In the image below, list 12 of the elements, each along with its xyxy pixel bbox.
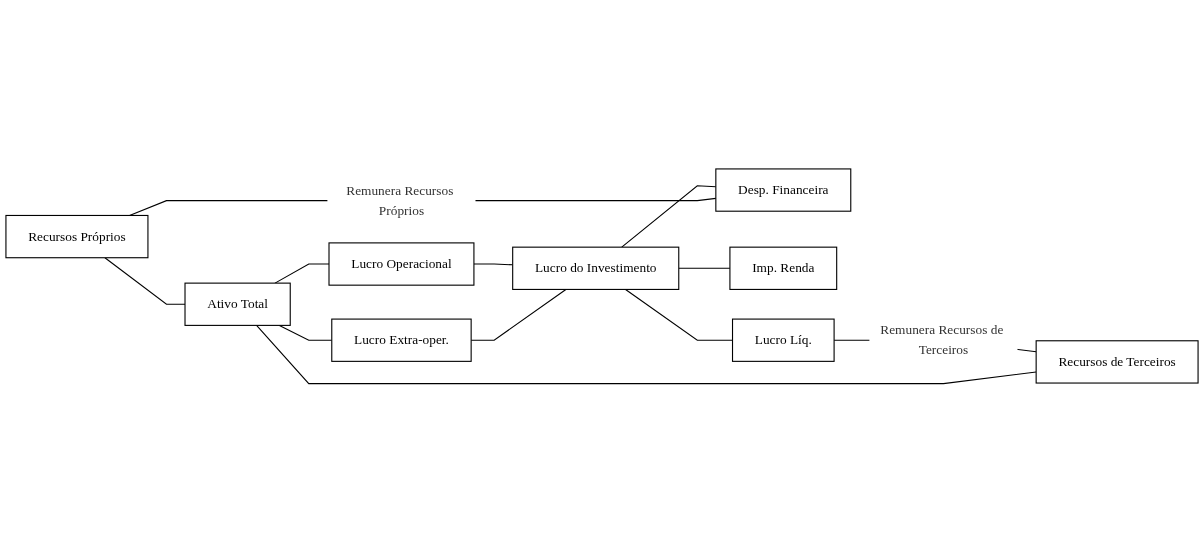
node-box: Lucro Extra-oper.: [331, 318, 472, 362]
edge-label: Remunera Recursos Próprios: [346, 182, 454, 218]
node-box: Imp. Renda: [729, 246, 838, 290]
node-box: Lucro Operacional: [328, 242, 475, 286]
node-box: Recursos Próprios: [5, 214, 149, 258]
node-box: Lucro Líq.: [731, 318, 835, 362]
node-box: Lucro do Investimento: [512, 246, 680, 290]
node-box: Ativo Total: [184, 282, 291, 326]
node-box: Recursos de Terceiros: [1035, 339, 1199, 384]
edge-label: Remunera Recursos de Terceiros: [880, 322, 1004, 358]
connector: [104, 256, 186, 305]
node-box: Desp. Financeira: [715, 168, 852, 212]
